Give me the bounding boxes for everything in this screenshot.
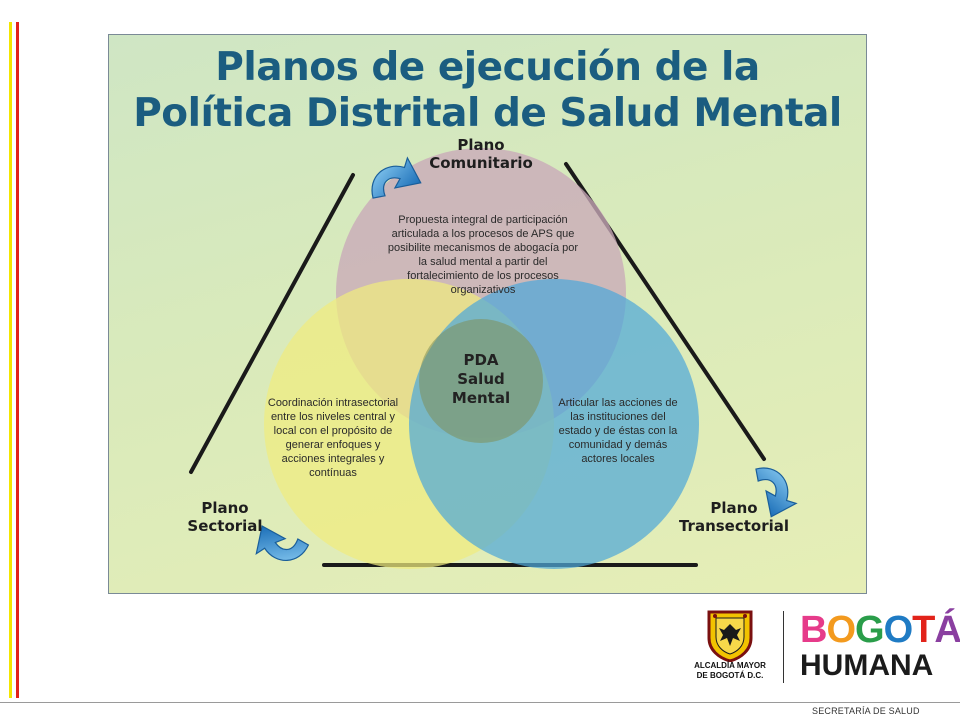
alcaldia-crest-icon [707,610,753,662]
footer-divider [0,702,960,703]
humana-word: HUMANA [800,649,934,682]
bogota-humana-logo: BOGOTÁ [800,610,960,650]
text-comunitario: Propuesta integral de participación arti… [387,214,579,296]
center-intersection [419,319,543,443]
label-plano-sectorial: Plano Sectorial [187,499,263,535]
logo-divider [783,611,784,683]
left-red-stripe [16,22,19,698]
footer-secretaria: SECRETARÍA DE SALUD [812,706,920,716]
center-label: PDA Salud Mental [451,351,511,407]
bogota-word: BOGOTÁ [800,609,960,651]
title-line-1: Planos de ejecución de la [215,45,760,90]
text-sectorial: Coordinación intrasectorial entre los ni… [267,397,399,479]
venn-diagram [189,148,799,571]
title-line-2: Política Distrital de Salud Mental [133,91,842,136]
left-yellow-stripe [9,22,12,698]
label-plano-comunitario: Plano Comunitario [429,136,533,172]
alcaldia-label: ALCALDÍA MAYOR DE BOGOTÁ D.C. [694,661,766,680]
label-plano-transectorial: Plano Transectorial [678,499,790,535]
text-transectorial: Articular las acciones de las institucio… [558,397,678,465]
triangle-left-side [189,173,355,474]
diagram-slide: Planos de ejecución de la Política Distr… [108,34,867,594]
